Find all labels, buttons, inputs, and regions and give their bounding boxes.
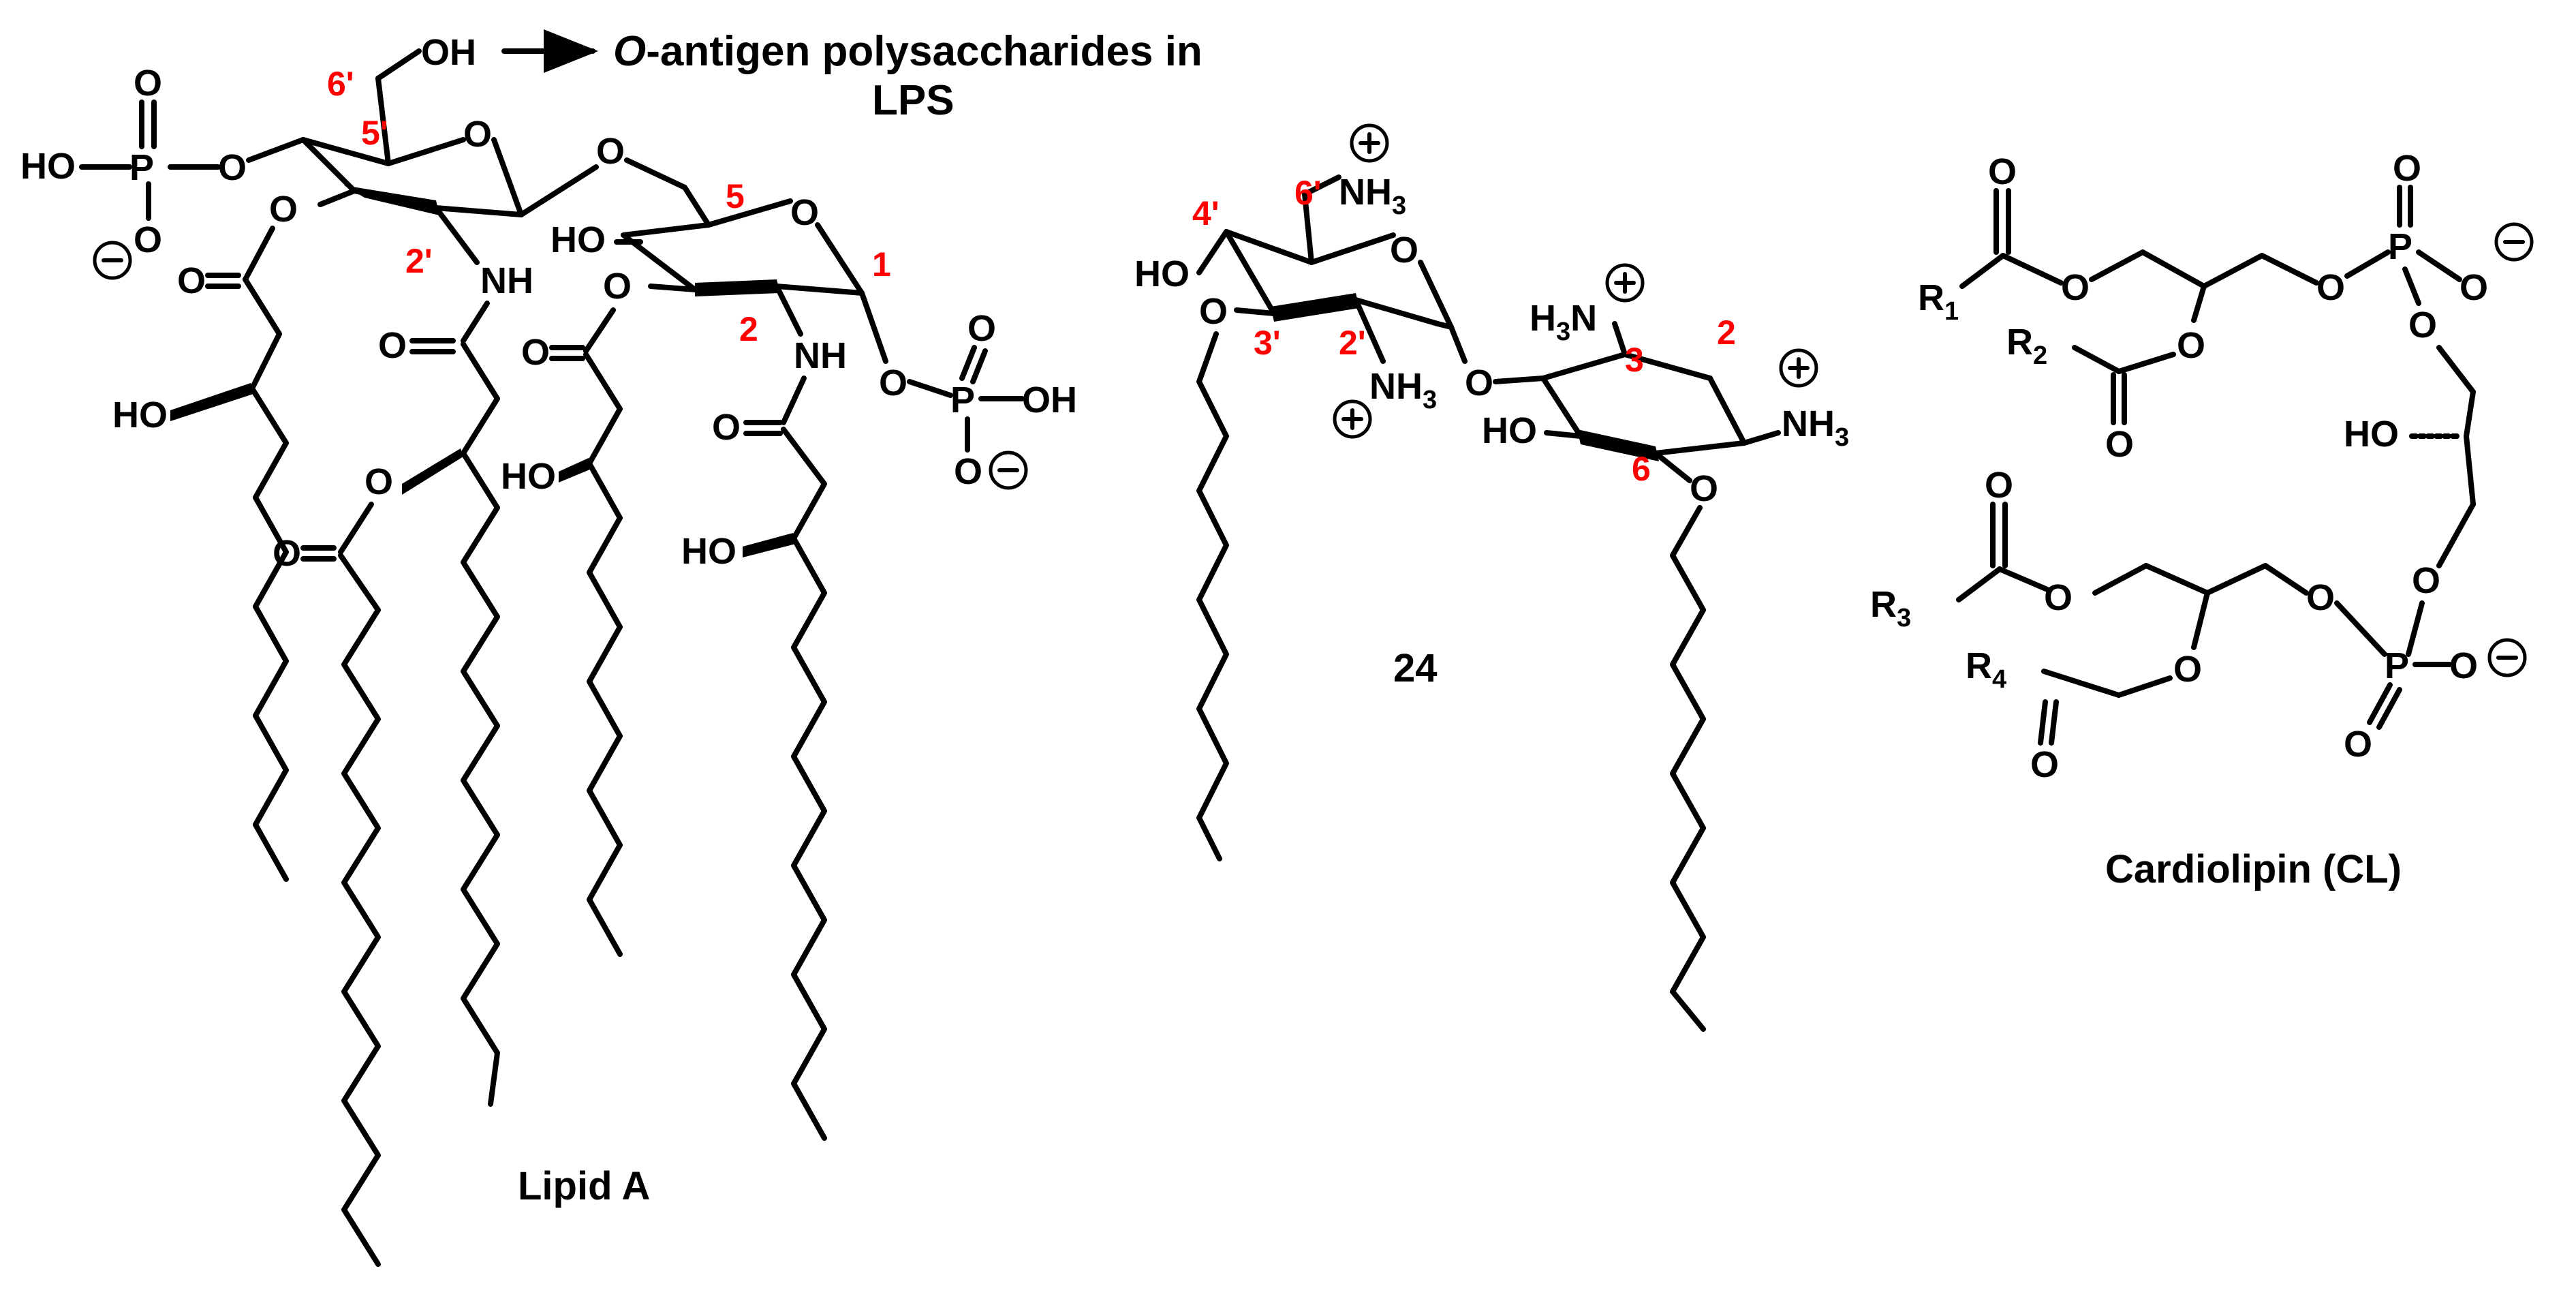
atom-label-o: O <box>596 131 625 172</box>
atom-label-ho: HO <box>1134 254 1190 294</box>
position-2prime: 2' <box>405 242 433 280</box>
position-2prime: 2' <box>1339 324 1366 362</box>
atom-label-p: P <box>2385 645 2409 686</box>
atom-label-o: O <box>2177 325 2205 366</box>
atom-label-ho: HO <box>2344 414 2399 455</box>
atom-label-o: O <box>2412 560 2440 601</box>
position-5prime: 5' <box>361 114 388 152</box>
atom-label-ho: HO <box>1482 410 1537 451</box>
r-group-label: R1 <box>1918 277 1959 326</box>
atom-label-ho: HO <box>112 395 168 435</box>
atom-label-ho: HO <box>681 531 736 572</box>
atom-label-nh3: NH3 <box>1339 172 1406 220</box>
atom-label-o: O <box>1199 291 1228 332</box>
position-4prime: 4' <box>1192 194 1220 232</box>
atom-label-o: O <box>378 325 407 366</box>
position-6: 6 <box>1632 450 1651 488</box>
atom-label-oh: OH <box>1022 380 1077 420</box>
atom-label-p: P <box>129 147 154 188</box>
atom-label-o: O <box>967 308 996 349</box>
atom-label-o: O <box>1988 151 2017 192</box>
atom-label-o: O <box>2306 577 2335 618</box>
atom-label-o: O <box>134 219 162 260</box>
atom-label-p: P <box>2388 226 2412 267</box>
position-1: 1 <box>872 245 891 284</box>
atom-label-ho: HO <box>20 146 76 187</box>
negative-charge <box>2494 222 2534 262</box>
atom-label-o: O <box>2044 577 2073 618</box>
atom-label-o: O <box>273 533 301 574</box>
atom-label-h3n: H3N <box>1530 298 1597 346</box>
o-antigen-note: O-antigen polysaccharides in <box>613 28 1202 75</box>
o-antigen-note-line2: LPS <box>872 77 955 124</box>
atom-label-o: O <box>712 407 741 448</box>
atom-label-o: O <box>2459 267 2488 308</box>
atom-label-o: O <box>2408 305 2437 346</box>
atom-label-nh3: NH3 <box>1369 366 1437 414</box>
atom-label-o: O <box>2061 267 2090 308</box>
atom-label-o: O <box>2030 744 2059 785</box>
positive-charge <box>1605 263 1645 303</box>
atom-label-o: O <box>2105 424 2134 465</box>
atom-label-o: O <box>2316 267 2345 308</box>
atom-label-o: O <box>1690 468 1718 509</box>
position-2: 2 <box>1717 313 1736 352</box>
position-3: 3 <box>1625 341 1644 379</box>
negative-charge <box>2487 638 2527 677</box>
atom-label-o: O <box>2344 724 2372 765</box>
r-group-label: R3 <box>1870 584 1911 632</box>
atom-label-o: O <box>954 451 982 492</box>
compound-24-caption: 24 <box>1393 646 1438 690</box>
atom-label-o: O <box>463 114 492 155</box>
position-3prime: 3' <box>1254 324 1281 362</box>
position-6prime: 6' <box>327 65 354 103</box>
lipid-a-structure: HO P O O O O OH O-antigen polysaccharide… <box>20 28 1202 1267</box>
atom-label-nh: NH <box>480 260 533 301</box>
atom-label-o: O <box>879 363 907 403</box>
atom-label-o: O <box>364 461 393 502</box>
atom-label-o: O <box>2393 148 2421 189</box>
lipid-a-caption: Lipid A <box>518 1164 650 1208</box>
position-5: 5 <box>726 177 745 215</box>
positive-charge <box>1333 399 1372 439</box>
r-group-label: R4 <box>1966 645 2006 694</box>
atom-label-nh: NH <box>794 335 847 376</box>
positive-charge <box>1350 123 1389 163</box>
atom-label-o: O <box>218 147 247 188</box>
atom-label-oh: OH <box>421 32 476 73</box>
atom-label-ho: HO <box>550 219 606 260</box>
cardiolipin-caption: Cardiolipin (CL) <box>2105 847 2402 891</box>
atom-label-p: P <box>950 380 975 420</box>
position-6prime: 6' <box>1294 174 1322 212</box>
position-2: 2 <box>739 310 758 348</box>
atom-label-o: O <box>2449 645 2478 686</box>
atom-label-o: O <box>1985 465 2013 506</box>
atom-label-o: O <box>1465 363 1493 403</box>
r-group-label: R2 <box>2006 322 2047 370</box>
atom-label-ho: HO <box>501 456 556 497</box>
negative-charge <box>989 450 1028 490</box>
positive-charge <box>1779 348 1818 388</box>
atom-label-o: O <box>603 266 632 307</box>
compound-24-structure: O NH3 HO O NH3 6' 4' 3' 2' O <box>1134 123 1849 1032</box>
atom-label-o: O <box>177 260 206 301</box>
atom-label-o: O <box>134 63 162 104</box>
atom-label-o: O <box>521 332 550 373</box>
cardiolipin-structure: R1 O O O P O O O O R2 O HO <box>1870 148 2534 891</box>
atom-label-o: O <box>790 192 819 233</box>
atom-label-o: O <box>269 189 298 230</box>
atom-label-nh3: NH3 <box>1782 403 1849 452</box>
atom-label-o: O <box>1390 230 1418 271</box>
negative-charge <box>93 241 132 280</box>
atom-label-o: O <box>2173 649 2202 690</box>
